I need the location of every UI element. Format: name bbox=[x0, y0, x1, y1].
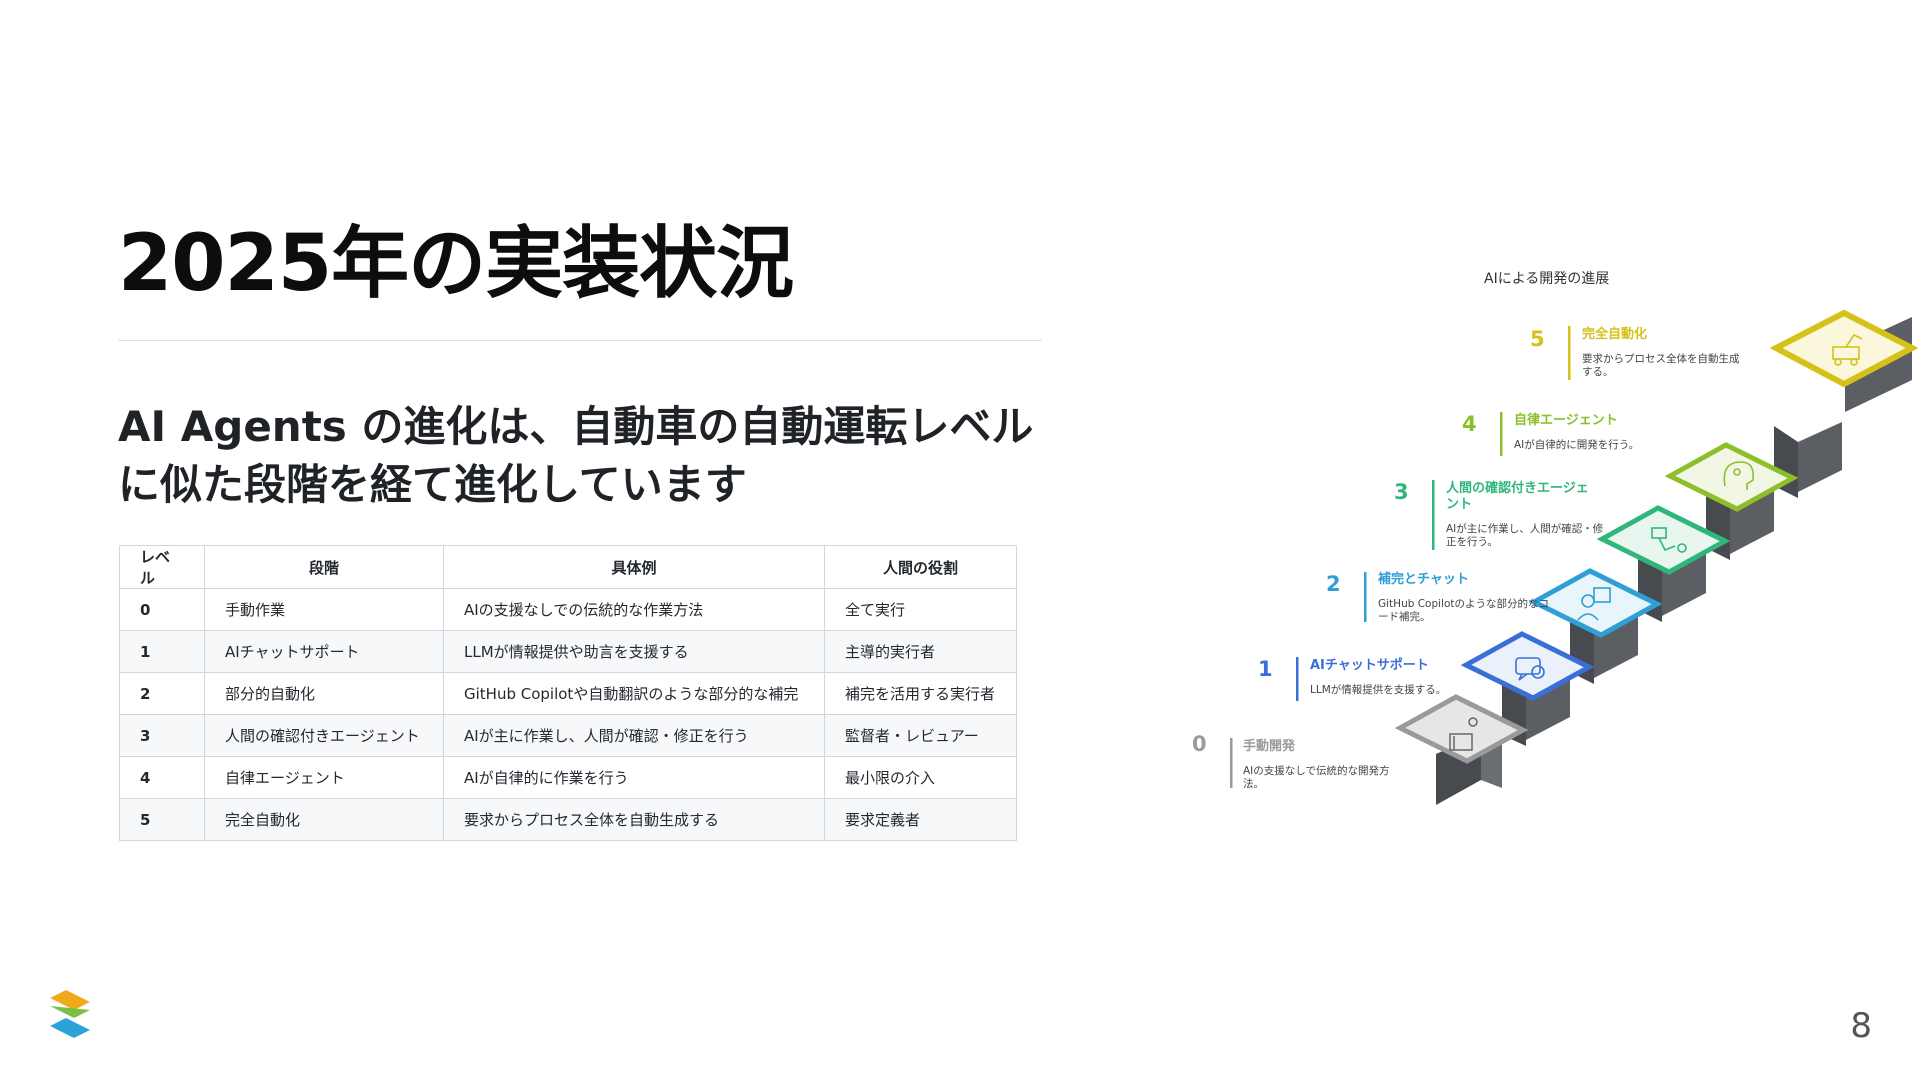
code-user-icon bbox=[1577, 587, 1611, 621]
step-label-4: 4 自律エージェント AIが自律的に開発を行う。 bbox=[1462, 412, 1639, 456]
step-description: 要求からプロセス全体を自動生成 bbox=[1582, 352, 1740, 365]
step-label-5: 5 完全自動化 要求からプロセス全体を自動生成 する。 bbox=[1530, 326, 1740, 380]
cell-human-role: 主導的実行者 bbox=[824, 630, 1017, 673]
robot-arm-icon bbox=[1651, 527, 1687, 553]
step-title: 手動開発 bbox=[1243, 738, 1296, 754]
cell-human-role: 要求定義者 bbox=[824, 798, 1017, 841]
step-description: LLMが情報提供を支援する。 bbox=[1310, 683, 1446, 696]
table-row: 5 完全自動化 要求からプロセス全体を自動生成する 要求定義者 bbox=[119, 798, 1017, 841]
cell-stage: 完全自動化 bbox=[204, 798, 444, 841]
cell-level: 4 bbox=[119, 756, 205, 799]
cell-level: 3 bbox=[119, 714, 205, 757]
table-header-row: レベル 段階 具体例 人間の役割 bbox=[119, 545, 1017, 589]
header-stage: 段階 bbox=[204, 545, 444, 589]
step-title-2: ント bbox=[1446, 497, 1472, 512]
title-divider bbox=[118, 340, 1042, 341]
factory-robot-icon bbox=[1832, 333, 1863, 366]
cell-example: AIの支援なしでの伝統的な作業方法 bbox=[443, 588, 825, 631]
cell-stage: 部分的自動化 bbox=[204, 672, 444, 715]
company-logo bbox=[50, 990, 90, 1038]
step-title: 完全自動化 bbox=[1582, 326, 1647, 342]
step-description-2: ード補完。 bbox=[1378, 610, 1431, 623]
ai-progress-staircase-diagram: AIによる開発の進展 bbox=[1192, 271, 1919, 805]
cell-stage: 人間の確認付きエージェント bbox=[204, 714, 444, 757]
step-title: 自律エージェント bbox=[1514, 412, 1618, 428]
step-number: 1 bbox=[1258, 657, 1273, 681]
cell-stage: 自律エージェント bbox=[204, 756, 444, 799]
page-number: 8 bbox=[1850, 1006, 1872, 1046]
step-description: AIが主に作業し、人間が確認・修 bbox=[1446, 522, 1604, 535]
table-row: 3 人間の確認付きエージェント AIが主に作業し、人間が確認・修正を行う 監督者… bbox=[119, 714, 1017, 757]
chat-bot-icon bbox=[1515, 657, 1545, 681]
slide-subtitle: AI Agents の進化は、自動車の自動運転レベルに似た段階を経て進化していま… bbox=[118, 402, 1034, 509]
cell-example: LLMが情報提供や助言を支援する bbox=[443, 630, 825, 673]
table-row: 0 手動作業 AIの支援なしでの伝統的な作業方法 全て実行 bbox=[119, 588, 1017, 631]
step-label-0: 0 手動開発 AIの支援なしで伝統的な開発方 法。 bbox=[1192, 732, 1389, 790]
cell-example: AIが主に作業し、人間が確認・修正を行う bbox=[443, 714, 825, 757]
step-number: 4 bbox=[1462, 412, 1477, 436]
step-2-platform bbox=[1528, 568, 1663, 638]
cell-level: 0 bbox=[119, 588, 205, 631]
step-description: AIの支援なしで伝統的な開発方 bbox=[1243, 764, 1389, 777]
cell-stage: AIチャットサポート bbox=[204, 630, 444, 673]
step-label-3: 3 人間の確認付きエージェ ント AIが主に作業し、人間が確認・修 正を行う。 bbox=[1394, 480, 1604, 550]
table-row: 1 AIチャットサポート LLMが情報提供や助言を支援する 主導的実行者 bbox=[119, 630, 1017, 673]
step-description-2: する。 bbox=[1582, 366, 1614, 378]
levels-table: レベル 段階 具体例 人間の役割 0 手動作業 AIの支援なしでの伝統的な作業方… bbox=[119, 545, 1017, 841]
step-1-platform bbox=[1460, 631, 1595, 701]
step-number: 2 bbox=[1326, 572, 1341, 596]
step-label-2: 2 補完とチャット GitHub Copilotのような部分的なコ ード補完。 bbox=[1326, 571, 1549, 623]
step-title: AIチャットサポート bbox=[1310, 657, 1429, 673]
header-human-role: 人間の役割 bbox=[824, 545, 1017, 589]
table-row: 4 自律エージェント AIが自律的に作業を行う 最小限の介入 bbox=[119, 756, 1017, 799]
step-number: 5 bbox=[1530, 327, 1545, 351]
cell-example: AIが自律的に作業を行う bbox=[443, 756, 825, 799]
step-4-platform bbox=[1664, 442, 1799, 512]
cell-example: 要求からプロセス全体を自動生成する bbox=[443, 798, 825, 841]
table-row: 2 部分的自動化 GitHub Copilotや自動翻訳のような部分的な補完 補… bbox=[119, 672, 1017, 715]
step-title: 人間の確認付きエージェ bbox=[1446, 480, 1589, 496]
cell-stage: 手動作業 bbox=[204, 588, 444, 631]
diagram-title: AIによる開発の進展 bbox=[1484, 271, 1609, 287]
step-0-platform bbox=[1394, 694, 1529, 764]
step-description: AIが自律的に開発を行う。 bbox=[1514, 438, 1639, 451]
step-description-2: 正を行う。 bbox=[1446, 535, 1498, 548]
cell-human-role: 補完を活用する実行者 bbox=[824, 672, 1017, 715]
cell-human-role: 最小限の介入 bbox=[824, 756, 1017, 799]
cell-example: GitHub Copilotや自動翻訳のような部分的な補完 bbox=[443, 672, 825, 715]
cell-human-role: 全て実行 bbox=[824, 588, 1017, 631]
ai-head-icon bbox=[1723, 461, 1755, 490]
slide-title: 2025年の実装状況 bbox=[118, 219, 794, 309]
step-5-platform bbox=[1769, 309, 1919, 388]
step-number: 0 bbox=[1192, 732, 1207, 756]
step-title: 補完とチャット bbox=[1377, 571, 1469, 587]
header-example: 具体例 bbox=[443, 545, 825, 589]
cell-level: 2 bbox=[119, 672, 205, 715]
step-3-platform bbox=[1596, 505, 1731, 575]
cell-level: 5 bbox=[119, 798, 205, 841]
cell-level: 1 bbox=[119, 630, 205, 673]
step-label-1: 1 AIチャットサポート LLMが情報提供を支援する。 bbox=[1258, 657, 1446, 701]
header-level: レベル bbox=[119, 545, 205, 589]
cell-human-role: 監督者・レビュアー bbox=[824, 714, 1017, 757]
step-description-2: 法。 bbox=[1243, 777, 1264, 790]
step-description: GitHub Copilotのような部分的なコ bbox=[1378, 597, 1549, 610]
step-number: 3 bbox=[1394, 480, 1409, 504]
desk-worker-icon bbox=[1449, 717, 1478, 751]
